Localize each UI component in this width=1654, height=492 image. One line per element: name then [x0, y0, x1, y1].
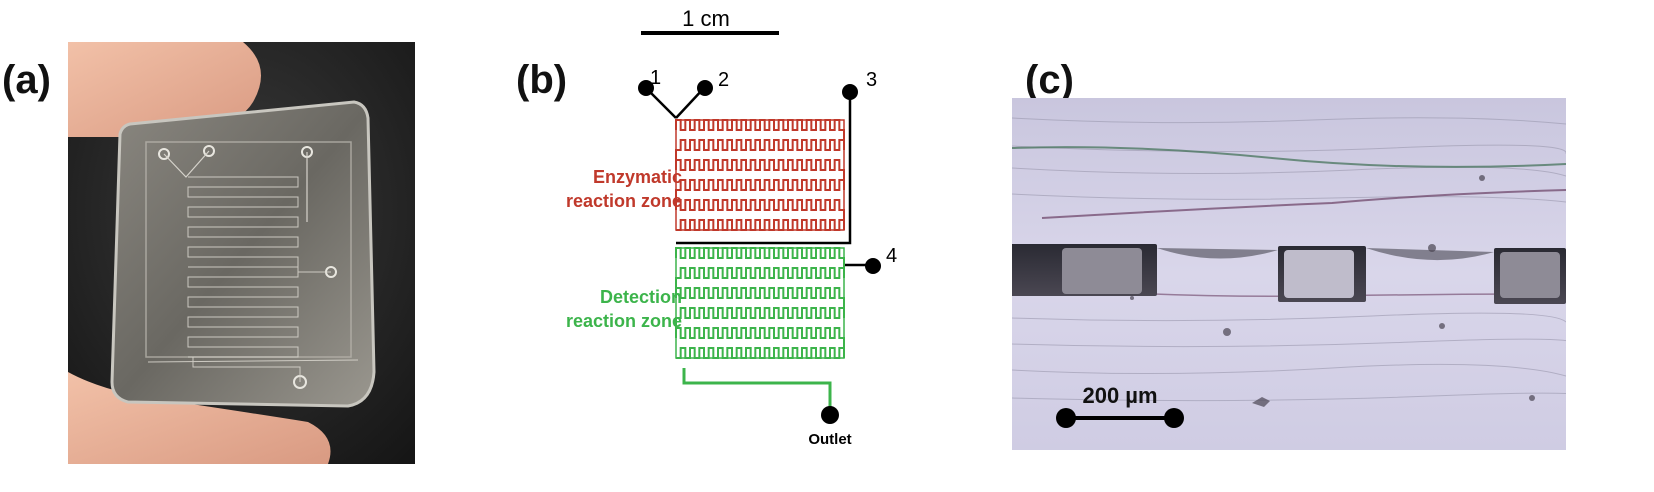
inlet-port-2 — [697, 80, 713, 96]
port-label-4: 4 — [886, 245, 897, 267]
inlet-port-1 — [638, 80, 654, 96]
outlet-channel — [682, 368, 832, 415]
panel-label-a: (a) — [2, 58, 51, 102]
enzymatic-zone-label: Enzymatic reaction zone — [512, 165, 682, 213]
chip-body — [110, 100, 376, 408]
detection-zone-label-line1: Detection — [599, 287, 682, 307]
outlet-port — [821, 406, 839, 424]
chip-schematic-svg: 1 cm 1 2 3 4 Outlet — [638, 6, 897, 448]
enz-group-path — [675, 119, 845, 231]
chip-schematic: 1 cm 1 2 3 4 Outlet — [600, 0, 960, 470]
panel-label-c: (c) — [1025, 58, 1074, 102]
port-label-2: 2 — [718, 69, 729, 91]
detection-zone-label-line2: reaction zone — [565, 311, 682, 331]
channel-inlet-3 — [676, 92, 852, 245]
port-label-3: 3 — [866, 69, 877, 91]
micrograph-scale-label: 200 µm — [1082, 383, 1157, 408]
chip-photo-illustration — [68, 42, 415, 464]
detection-zone-label: Detection reaction zone — [512, 285, 682, 333]
scale-bar-label: 1 cm — [682, 6, 730, 31]
detection-serpentine-channel — [675, 247, 845, 359]
port-label-1: 1 — [650, 67, 661, 89]
det-group-frame — [675, 247, 845, 359]
det-group-path — [675, 247, 845, 359]
enzymatic-serpentine-channel — [675, 119, 845, 231]
chip-photo — [68, 42, 415, 464]
micrograph-illustration: 200 µm — [1012, 98, 1566, 450]
enzymatic-zone-label-line2: reaction zone — [565, 191, 682, 211]
panel-label-b: (b) — [516, 58, 568, 102]
inlet-port-4 — [865, 258, 881, 274]
micrograph: 200 µm — [1012, 98, 1566, 450]
enz-group-frame — [675, 119, 845, 231]
enzymatic-zone-label-line1: Enzymatic — [592, 167, 682, 187]
outlet-label: Outlet — [808, 431, 851, 448]
finger-top — [68, 42, 261, 137]
